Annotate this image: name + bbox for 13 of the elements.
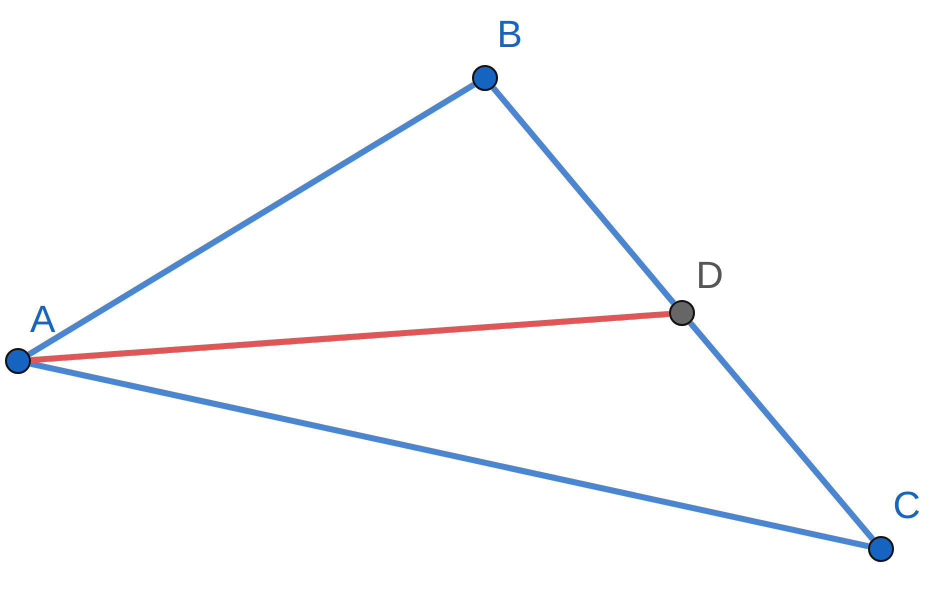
line-segment	[491, 86, 676, 305]
point-marker	[472, 65, 498, 91]
point-label: D	[696, 257, 724, 295]
line-segment	[688, 321, 875, 541]
point-label: C	[893, 487, 920, 525]
point-marker	[868, 536, 894, 562]
line-segment	[30, 310, 670, 364]
point-marker	[669, 300, 695, 326]
point-label: A	[30, 301, 56, 339]
line-segment	[30, 360, 869, 550]
point-marker	[5, 348, 31, 374]
point-label: B	[497, 16, 522, 54]
line-segment	[28, 82, 476, 357]
